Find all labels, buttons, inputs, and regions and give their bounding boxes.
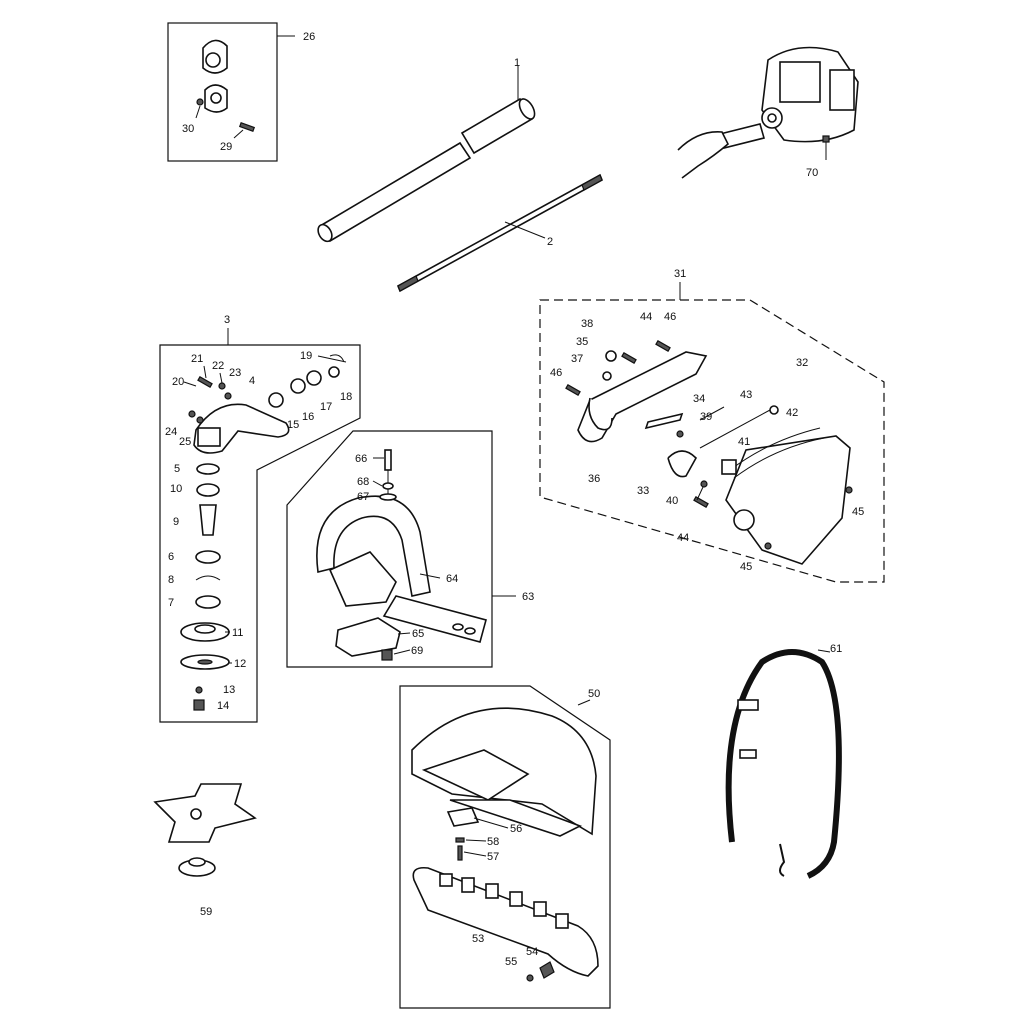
label-1: 1 (514, 57, 520, 69)
label-58: 58 (487, 836, 499, 848)
label-50: 50 (588, 688, 600, 700)
label-67: 67 (357, 491, 369, 503)
label-21: 21 (191, 353, 203, 365)
label-7: 7 (168, 597, 174, 609)
label-29: 29 (220, 141, 232, 153)
label-17: 17 (320, 401, 332, 413)
label-40: 40 (666, 495, 678, 507)
label-16: 16 (302, 411, 314, 423)
label-15: 15 (287, 419, 299, 431)
label-19: 19 (300, 350, 312, 362)
label-14: 14 (217, 700, 229, 712)
label-66: 66 (355, 453, 367, 465)
label-70: 70 (806, 167, 818, 179)
label-54: 54 (526, 946, 538, 958)
part-labels: 26 30 29 1 2 70 31 3 38 44 46 35 37 46 3… (165, 31, 864, 968)
label-45b: 45 (740, 561, 752, 573)
group-26-clamp (167, 22, 295, 162)
label-41: 41 (738, 436, 750, 448)
label-20: 20 (172, 376, 184, 388)
label-46a: 46 (664, 311, 676, 323)
label-10: 10 (170, 483, 182, 495)
label-42: 42 (786, 407, 798, 419)
shaft-tube-1 (317, 66, 536, 243)
label-68: 68 (357, 476, 369, 488)
label-53: 53 (472, 933, 484, 945)
label-33: 33 (637, 485, 649, 497)
label-4: 4 (249, 375, 255, 387)
label-3: 3 (224, 314, 230, 326)
blade-and-hub-59 (153, 783, 257, 877)
label-59: 59 (200, 906, 212, 918)
label-12: 12 (234, 658, 246, 670)
label-45a: 45 (852, 506, 864, 518)
label-22: 22 (212, 360, 224, 372)
engine-assembly (677, 46, 859, 179)
label-25: 25 (179, 436, 191, 448)
label-23: 23 (229, 367, 241, 379)
label-63: 63 (522, 591, 534, 603)
label-69: 69 (411, 645, 423, 657)
label-5: 5 (174, 463, 180, 475)
label-35: 35 (576, 336, 588, 348)
label-2: 2 (547, 236, 553, 248)
label-11: 11 (232, 627, 243, 639)
harness-strap-61 (725, 649, 842, 879)
label-8: 8 (168, 574, 174, 586)
label-30: 30 (182, 123, 194, 135)
label-24: 24 (165, 426, 177, 438)
label-61: 61 (830, 643, 842, 655)
leader-lines (183, 355, 725, 857)
label-46b: 46 (550, 367, 562, 379)
label-38: 38 (581, 318, 593, 330)
group-3-gearhead (159, 328, 361, 723)
label-44b: 44 (677, 532, 689, 544)
label-6: 6 (168, 551, 174, 563)
label-9: 9 (173, 516, 179, 528)
group-63-loop-handle (286, 430, 516, 668)
group-31-handle-controls (539, 282, 885, 583)
label-32: 32 (796, 357, 808, 369)
label-55: 55 (505, 956, 517, 968)
label-34: 34 (693, 393, 705, 405)
label-56: 56 (510, 823, 522, 835)
label-44a: 44 (640, 311, 652, 323)
label-26: 26 (303, 31, 315, 43)
label-65: 65 (412, 628, 424, 640)
label-57: 57 (487, 851, 499, 863)
label-37: 37 (571, 353, 583, 365)
label-64: 64 (446, 573, 458, 585)
drive-shaft-2 (396, 173, 604, 293)
label-43: 43 (740, 389, 752, 401)
label-36: 36 (588, 473, 600, 485)
group-50-guard (399, 685, 611, 1009)
label-13: 13 (223, 684, 235, 696)
label-18: 18 (340, 391, 352, 403)
label-31: 31 (674, 268, 686, 280)
